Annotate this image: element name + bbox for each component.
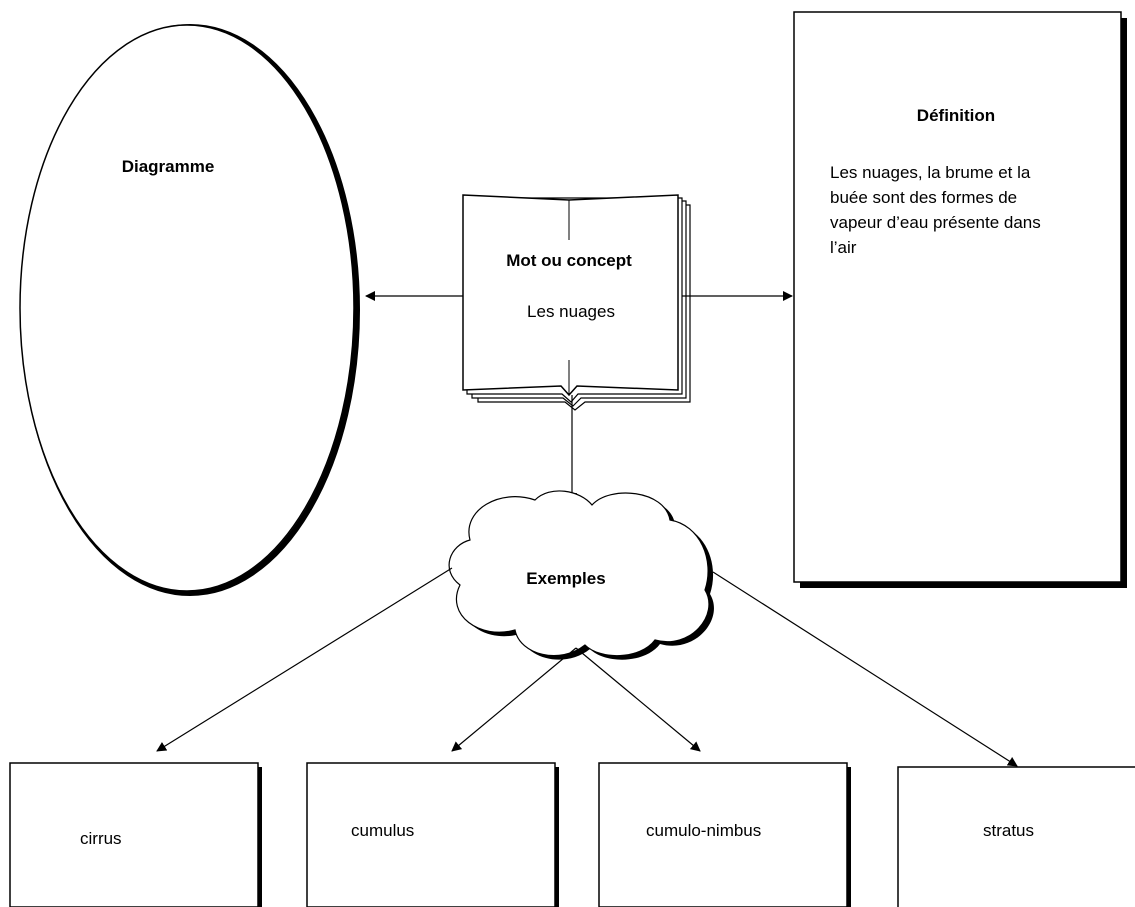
example-label-cirrus: cirrus bbox=[80, 829, 122, 848]
example-box-cumulo-nimbus bbox=[598, 762, 851, 907]
cloud-icon bbox=[448, 490, 714, 660]
arrow-to-cumulo-nimbus bbox=[575, 647, 701, 752]
arrow-to-cirrus bbox=[156, 567, 453, 752]
example-label-cumulus: cumulus bbox=[351, 821, 414, 840]
definition-line-1: Les nuages, la brume et la bbox=[830, 163, 1031, 182]
concept-value: Les nuages bbox=[527, 302, 615, 321]
examples-title: Exemples bbox=[526, 569, 605, 588]
diagram-ellipse bbox=[19, 24, 360, 596]
example-box-cirrus bbox=[9, 762, 262, 907]
arrow-to-stratus bbox=[712, 571, 1018, 767]
diagram-title: Diagramme bbox=[122, 157, 215, 176]
definition-line-3: vapeur d’eau présente dans bbox=[830, 213, 1041, 232]
example-box-cumulus bbox=[306, 762, 559, 907]
example-box-stratus bbox=[897, 766, 1135, 907]
arrow-to-cumulus bbox=[451, 647, 577, 752]
example-label-cumulo-nimbus: cumulo-nimbus bbox=[646, 821, 761, 840]
concept-title: Mot ou concept bbox=[506, 251, 632, 270]
example-label-stratus: stratus bbox=[983, 821, 1034, 840]
definition-title: Définition bbox=[917, 106, 995, 125]
definition-line-2: buée sont des formes de bbox=[830, 188, 1017, 207]
definition-box bbox=[793, 11, 1127, 588]
book-icon bbox=[462, 194, 691, 411]
definition-line-4: l’air bbox=[830, 238, 857, 257]
